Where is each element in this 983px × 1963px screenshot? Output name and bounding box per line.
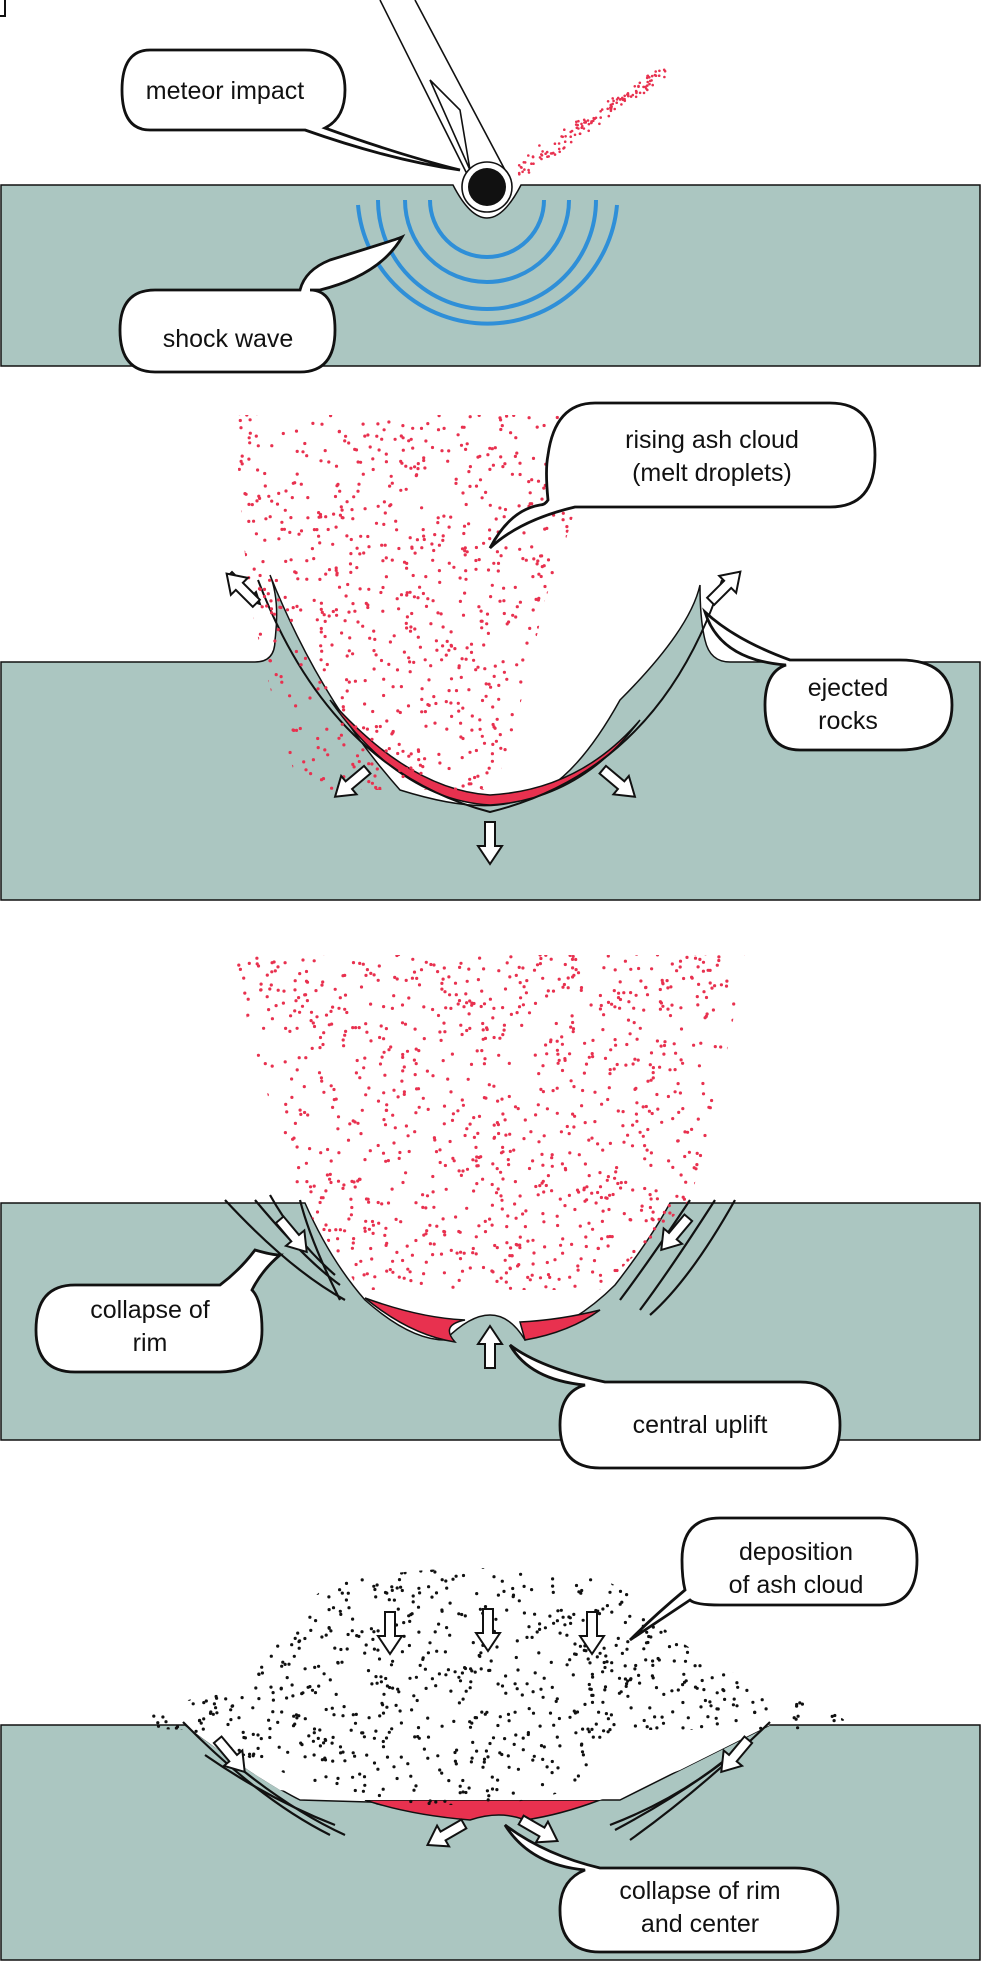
label-meteor: meteor impact	[146, 77, 304, 105]
callout-meteor-impact: meteor impact	[120, 48, 461, 172]
panel-impact: meteor impact shock wave	[0, 0, 981, 374]
melt-layer	[364, 1799, 601, 1821]
label-ash: rising ash cloud(melt droplets)	[625, 426, 799, 487]
callout-shock-wave: shock wave	[118, 234, 406, 374]
motion-arrows	[225, 570, 742, 866]
meteor-trail	[379, 0, 506, 181]
impact-spray-dots	[517, 68, 667, 176]
label-shock: shock wave	[163, 325, 294, 353]
label-uplift: central uplift	[633, 1411, 768, 1439]
melt-layer-right	[519, 1309, 601, 1341]
collapse-arrows	[274, 1213, 694, 1369]
ejecta-curtain	[257, 579, 723, 814]
callout-central-uplift: central uplift	[508, 1343, 842, 1470]
settling-arrows	[212, 1608, 754, 1848]
callout-rising-ash-cloud: rising ash cloud(melt droplets)	[488, 401, 877, 550]
meteor-body	[468, 168, 506, 206]
melt-layer-left	[364, 1297, 466, 1344]
